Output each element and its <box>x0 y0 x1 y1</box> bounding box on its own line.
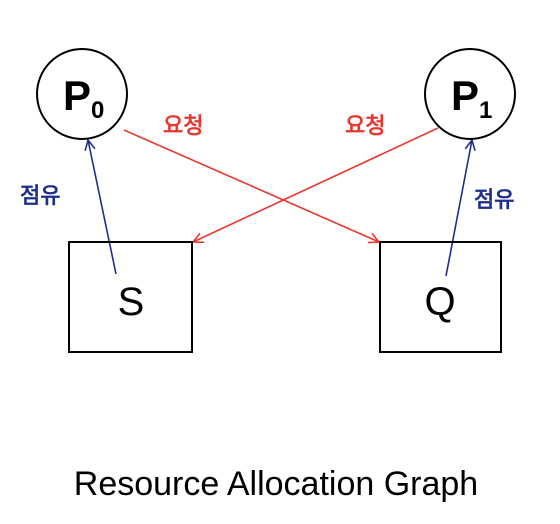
request-label-p1: 요청 <box>345 114 385 139</box>
resource-label: S <box>118 280 145 324</box>
process-letter: P <box>63 72 91 119</box>
hold-edge-s-to-p0 <box>88 140 117 275</box>
request-label-p0: 요청 <box>163 114 203 139</box>
process-subscript: 0 <box>91 97 104 124</box>
resource-node-s: S <box>68 241 193 353</box>
process-node-p0: P0 <box>36 48 128 140</box>
diagram-caption: Resource Allocation Graph <box>74 465 478 503</box>
hold-label-q: 점유 <box>474 188 514 213</box>
hold-label-s: 점유 <box>20 184 60 209</box>
request-edge-p0-to-q <box>123 129 379 242</box>
process-node-p1: P1 <box>424 48 516 140</box>
request-edge-p1-to-s <box>193 127 439 242</box>
resource-label: Q <box>424 280 455 324</box>
process-letter: P <box>451 72 479 119</box>
hold-edge-q-to-p1 <box>445 140 472 277</box>
svg-text:P1: P1 <box>451 72 492 124</box>
svg-text:P0: P0 <box>63 72 104 124</box>
resource-node-q: Q <box>379 241 502 353</box>
process-subscript: 1 <box>479 97 492 124</box>
